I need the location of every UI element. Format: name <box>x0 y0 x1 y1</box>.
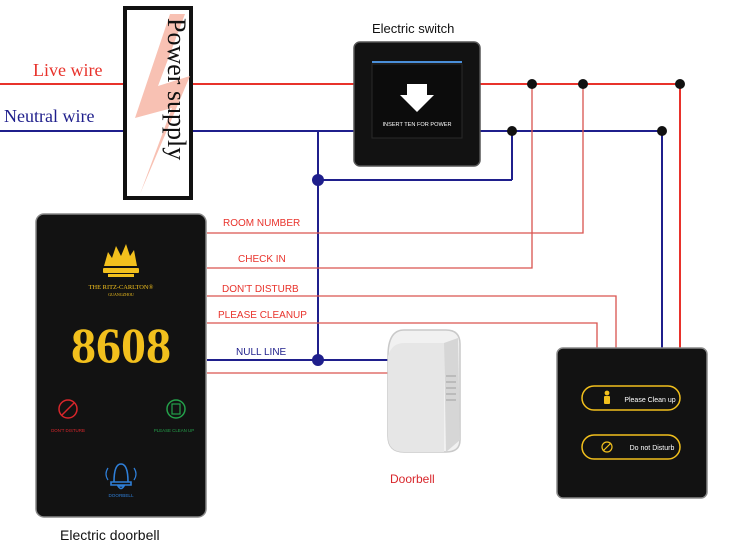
junction-dot <box>507 126 517 136</box>
wires <box>0 83 681 374</box>
cleaning-icon <box>166 399 186 419</box>
junction-dot <box>312 174 324 186</box>
check-in-wire <box>207 84 533 269</box>
no-bell-icon <box>601 441 613 453</box>
doorbell-button[interactable]: DOORBELL <box>105 463 137 498</box>
indoor-control-panel: Please Clean up Do not Disturb <box>556 347 708 499</box>
junction-dot <box>675 79 685 89</box>
junction-dot <box>657 126 667 136</box>
cleanup-indicator-label: PLEASE CLEAN UP <box>154 428 194 433</box>
hotel-city: GUANGZHOU <box>108 292 134 297</box>
junctions <box>312 79 685 366</box>
do-not-disturb-label: Do not Disturb <box>630 445 675 452</box>
please-cleanup-label: PLEASE CLEANUP <box>218 310 307 321</box>
cleaning-person-icon <box>604 390 610 404</box>
switch-instruction: INSERT TEN FOR POWER <box>383 122 452 128</box>
room-number-wire <box>207 84 584 234</box>
electric-doorbell-panel: THE RITZ-CARLTON® GUANGZHOU 8608 DON'T D… <box>35 213 207 518</box>
do-not-disturb-button[interactable]: Do not Disturb <box>581 434 681 460</box>
doorbell-button-label: DOORBELL <box>108 493 133 498</box>
room-number-label: ROOM NUMBER <box>223 218 300 229</box>
dnd-indicator: DON'T DISTURB <box>51 399 85 433</box>
please-cleanup-wire <box>207 322 598 348</box>
please-clean-up-button[interactable]: Please Clean up <box>581 385 681 411</box>
dont-disturb-wire <box>207 295 617 348</box>
please-clean-up-label: Please Clean up <box>624 397 675 404</box>
power-supply-label: Power supply <box>162 18 191 160</box>
lightning-bolt-icon <box>135 14 190 194</box>
check-in-label: CHECK IN <box>238 254 286 265</box>
doorbell-chime <box>387 329 461 453</box>
hotel-brand: THE RITZ-CARLTON® <box>89 284 154 291</box>
junction-dot <box>527 79 537 89</box>
junction-dot <box>578 79 588 89</box>
dont-disturb-label: DON'T DISTURB <box>222 284 299 295</box>
neutral-wire-label: Neutral wire <box>4 106 94 126</box>
cleanup-indicator: PLEASE CLEAN UP <box>154 399 194 433</box>
doorbell-label: Doorbell <box>390 472 435 486</box>
live-wire-label: Live wire <box>33 60 102 80</box>
lion-crest-logo <box>103 244 139 277</box>
power-supply-box: Power supply <box>123 6 193 200</box>
speaker-grille <box>446 375 456 401</box>
junction-dot <box>312 354 324 366</box>
arrow-down-icon <box>400 84 434 112</box>
bell-icon <box>110 463 132 490</box>
electric-doorbell-caption: Electric doorbell <box>60 527 160 543</box>
null-line-label: NULL LINE <box>236 347 287 358</box>
no-disturb-icon <box>58 399 78 419</box>
dnd-indicator-label: DON'T DISTURB <box>51 428 85 433</box>
electric-switch-label: Electric switch <box>372 21 454 36</box>
electric-switch[interactable]: INSERT TEN FOR POWER <box>353 41 481 167</box>
room-number-display: 8608 <box>71 317 171 373</box>
